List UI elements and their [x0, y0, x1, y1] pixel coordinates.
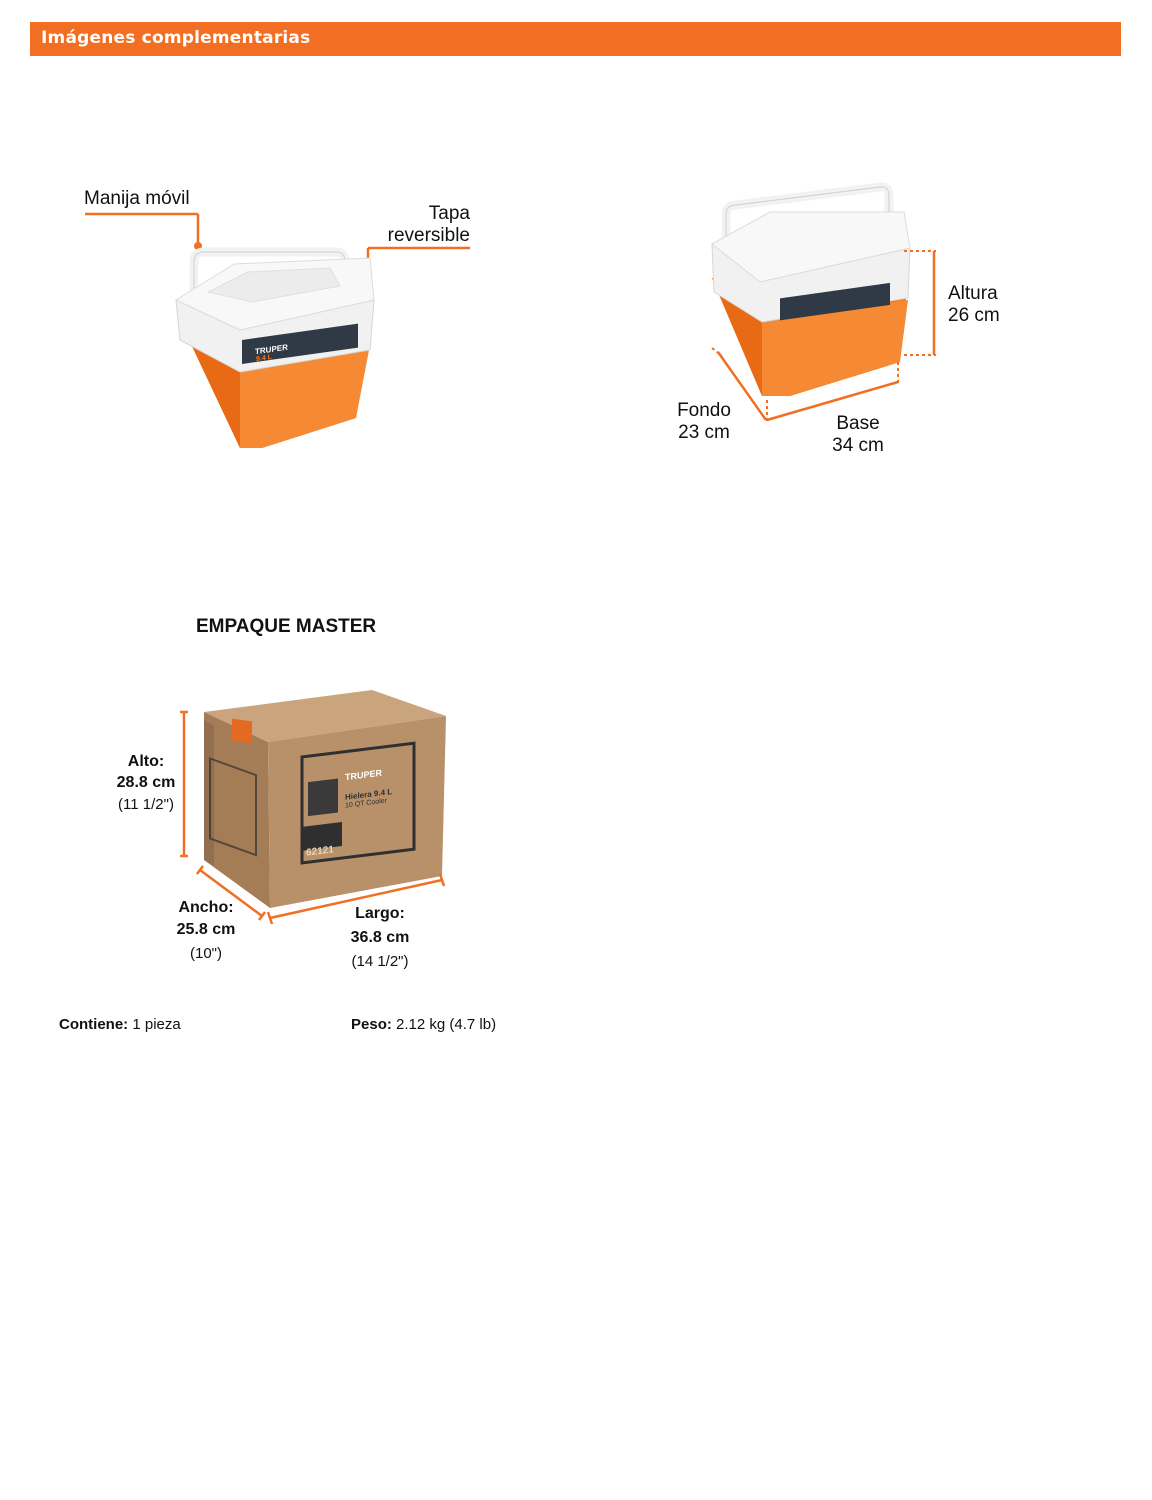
cooler-1 [174, 247, 375, 448]
handle-label: Manija móvil [84, 188, 190, 209]
box-width-cm: 25.8 cm [176, 921, 236, 938]
depth-dimension-line [711, 347, 768, 421]
height-dimension-line [904, 250, 936, 356]
section-header: Imágenes complementarias [30, 22, 1121, 56]
base-dimension-line [766, 362, 899, 424]
height-label: Altura [948, 283, 998, 304]
weight-label: Peso: [351, 1016, 392, 1033]
lid-label-line2: reversible [387, 225, 470, 246]
weight-value: 2.12 kg (4.7 lb) [396, 1016, 497, 1033]
contains-value: 1 pieza [132, 1016, 181, 1033]
master-pack-title: EMPAQUE MASTER [196, 616, 377, 637]
base-label: Base [836, 413, 880, 434]
section-title: Imágenes complementarias [41, 28, 311, 48]
contains-label: Contiene: [59, 1016, 129, 1033]
box-width-line [196, 865, 266, 921]
depth-value: 23 cm [678, 422, 730, 443]
box-width-label: Ancho: [178, 899, 234, 916]
box-length-line [266, 873, 446, 925]
box-length-cm: 36.8 cm [350, 929, 410, 946]
lid-callout [364, 246, 470, 292]
cooler-2 [711, 182, 911, 396]
box-width-in: (10") [190, 945, 222, 962]
box-height-label: Alto: [127, 753, 165, 770]
box-height-cm: 28.8 cm [116, 774, 176, 791]
height-value: 26 cm [948, 305, 1000, 326]
box-height-in: (11 1/2") [118, 796, 174, 813]
weight-info: Peso: 2.12 kg (4.7 lb) [351, 1016, 496, 1033]
box-height-line [180, 710, 188, 858]
depth-label: Fondo [677, 400, 731, 421]
box-length-label: Largo: [355, 905, 405, 922]
contains-info: Contiene: 1 pieza [59, 1016, 181, 1033]
box-length-in: (14 1/2") [351, 953, 409, 970]
handle-callout [85, 212, 202, 250]
base-value: 34 cm [832, 435, 884, 456]
master-box [204, 690, 446, 908]
lid-label-line1: Tapa [428, 203, 470, 224]
